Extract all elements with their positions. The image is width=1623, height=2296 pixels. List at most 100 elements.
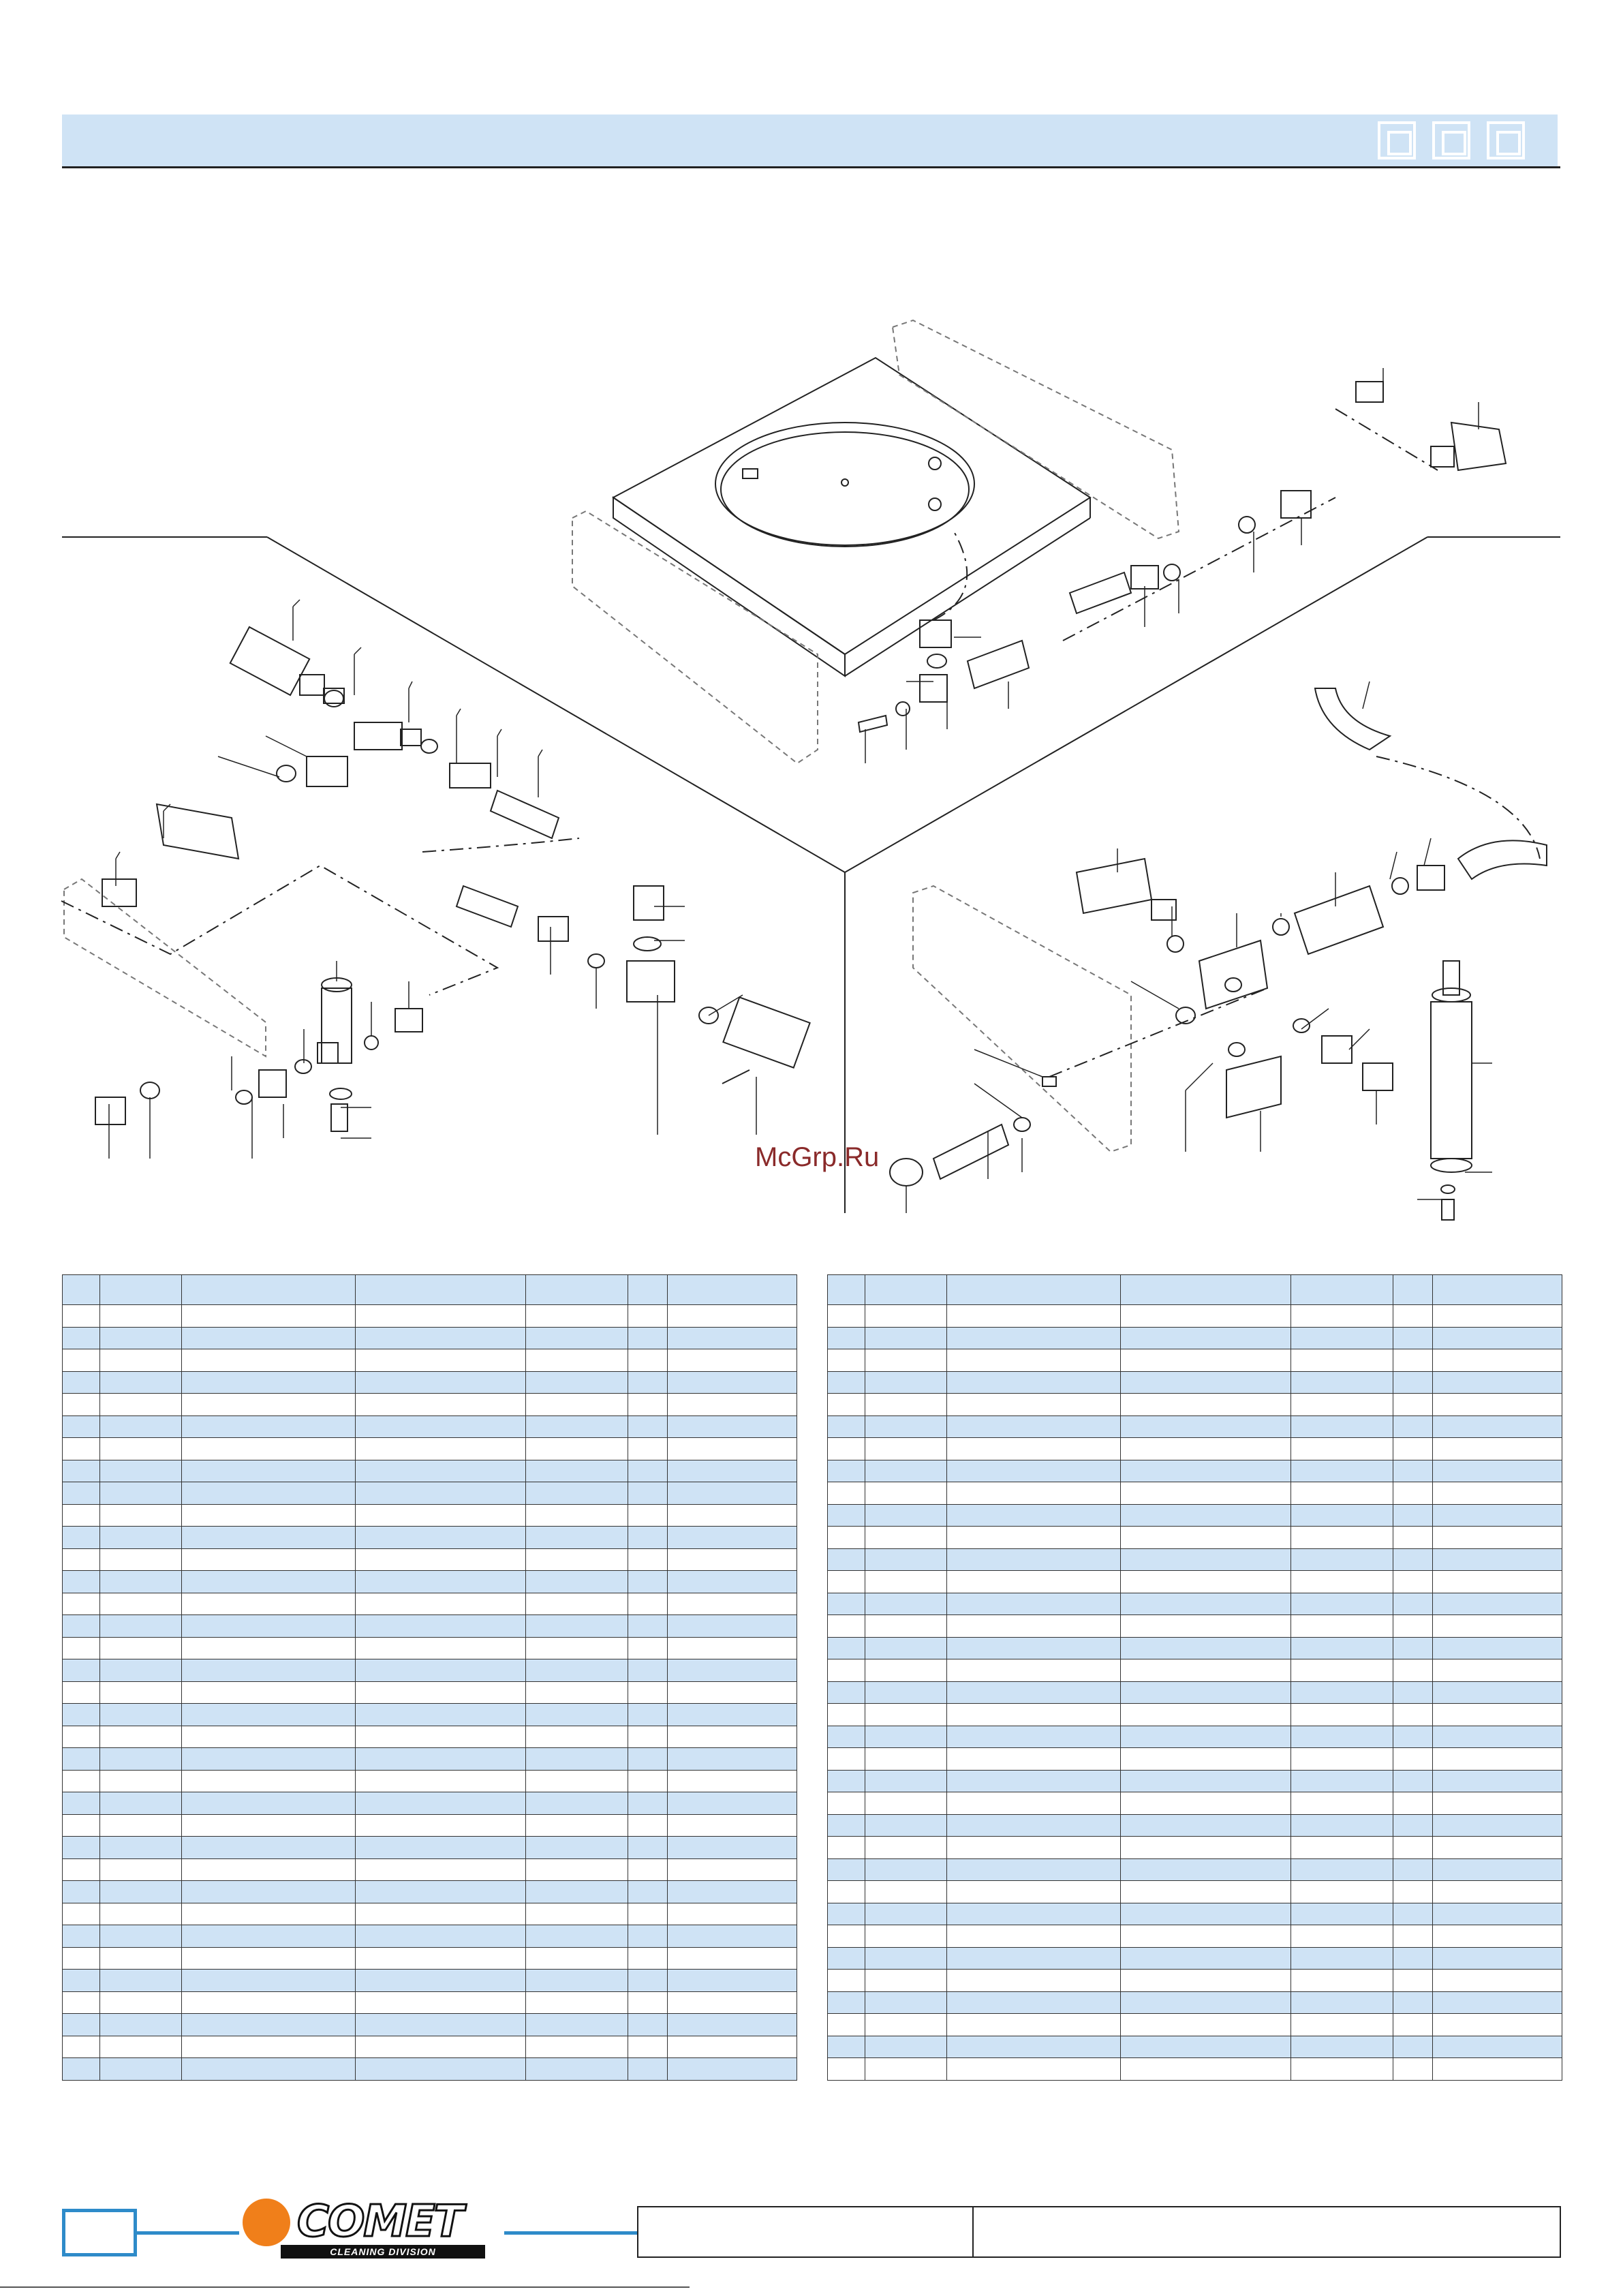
table-cell: [62, 1925, 100, 1948]
table-cell: [1290, 1681, 1393, 1704]
table-cell: [667, 1548, 797, 1571]
table-cell: [1120, 1371, 1291, 1394]
table-cell: [1290, 1415, 1393, 1438]
table-cell: [1290, 1503, 1393, 1527]
table-header-cell: [99, 1274, 182, 1305]
table-cell: [1393, 1659, 1433, 1682]
table-header-cell: [181, 1274, 356, 1305]
table-cell: [525, 1792, 628, 1815]
table-row: [827, 1482, 1562, 1505]
table-cell: [62, 1570, 100, 1593]
table-cell: [181, 1437, 356, 1460]
table-cell: [667, 1415, 797, 1438]
table-cell: [946, 2057, 1121, 2081]
table-cell: [62, 1415, 100, 1438]
table-row: [62, 1349, 797, 1372]
table-row: [62, 1526, 797, 1549]
table-cell: [525, 1570, 628, 1593]
table-row: [62, 1636, 797, 1659]
table-cell: [628, 1371, 668, 1394]
table-cell: [1290, 1659, 1393, 1682]
table-cell: [1290, 1437, 1393, 1460]
table-cell: [946, 1304, 1121, 1328]
table-cell: [667, 1880, 797, 1903]
table-cell: [181, 1526, 356, 1549]
table-cell: [827, 1902, 865, 1925]
table-cell: [1290, 1747, 1393, 1771]
page-number-box: [62, 2209, 137, 2256]
table-cell: [62, 1548, 100, 1571]
table-cell: [355, 1925, 526, 1948]
table-cell: [865, 1415, 947, 1438]
table-cell: [946, 1614, 1121, 1638]
table-cell: [62, 1659, 100, 1682]
table-cell: [1290, 1349, 1393, 1372]
table-cell: [827, 1769, 865, 1792]
table-cell: [1290, 1459, 1393, 1482]
table-cell: [1432, 1482, 1562, 1505]
table-cell: [181, 1548, 356, 1571]
divider-line: [266, 536, 846, 873]
table-cell: [628, 1326, 668, 1349]
info-box-divider: [972, 2207, 974, 2256]
fittings-left: [95, 626, 811, 1132]
table-cell: [946, 1925, 1121, 1948]
table-cell: [865, 2013, 947, 2036]
table-cell: [667, 1636, 797, 1659]
table-cell: [827, 1858, 865, 1881]
table-cell: [1290, 1614, 1393, 1638]
header-bar: [62, 114, 1558, 166]
table-row: [62, 1880, 797, 1903]
table-cell: [525, 2035, 628, 2058]
table-cell: [667, 1659, 797, 1682]
table-cell: [667, 1681, 797, 1704]
table-cell: [1393, 1526, 1433, 1549]
table-cell: [865, 1769, 947, 1792]
table-row: [62, 1902, 797, 1925]
table-cell: [865, 1792, 947, 1815]
table-cell: [628, 1946, 668, 1970]
table-cell: [667, 1946, 797, 1970]
table-cell: [865, 1858, 947, 1881]
table-header-cell: [667, 1274, 797, 1305]
table-cell: [355, 2057, 526, 2081]
table-cell: [525, 1614, 628, 1638]
table-cell: [1120, 1592, 1291, 1615]
table-cell: [181, 1503, 356, 1527]
table-cell: [946, 1371, 1121, 1394]
table-cell: [667, 1459, 797, 1482]
table-cell: [827, 1969, 865, 1992]
table-cell: [525, 1437, 628, 1460]
table-cell: [667, 1925, 797, 1948]
table-cell: [62, 1326, 100, 1349]
table-cell: [99, 1858, 182, 1881]
table-header-cell: [1120, 1274, 1291, 1305]
footer-line-right: [504, 2231, 637, 2235]
logo-division: CLEANING DIVISION: [281, 2245, 485, 2259]
table-row: [62, 1437, 797, 1460]
table-cell: [1393, 1725, 1433, 1748]
watermark-text: McGrp.Ru: [755, 1142, 880, 1172]
table-cell: [865, 2057, 947, 2081]
table-cell: [1120, 1681, 1291, 1704]
table-cell: [1432, 1813, 1562, 1837]
table-cell: [355, 1703, 526, 1726]
table-cell: [99, 1659, 182, 1682]
table-cell: [181, 1636, 356, 1659]
table-cell: [1393, 1636, 1433, 1659]
table-cell: [827, 1459, 865, 1482]
table-cell: [99, 1991, 182, 2014]
table-cell: [181, 1725, 356, 1748]
table-cell: [1120, 2035, 1291, 2058]
table-cell: [62, 2035, 100, 2058]
table-cell: [1290, 1902, 1393, 1925]
table-cell: [865, 1371, 947, 1394]
table-cell: [62, 1880, 100, 1903]
table-cell: [1120, 1326, 1291, 1349]
table-cell: [628, 1725, 668, 1748]
table-cell: [1120, 1991, 1291, 2014]
table-cell: [1432, 1880, 1562, 1903]
table-cell: [1120, 1636, 1291, 1659]
table-cell: [865, 1614, 947, 1638]
table-cell: [865, 1813, 947, 1837]
